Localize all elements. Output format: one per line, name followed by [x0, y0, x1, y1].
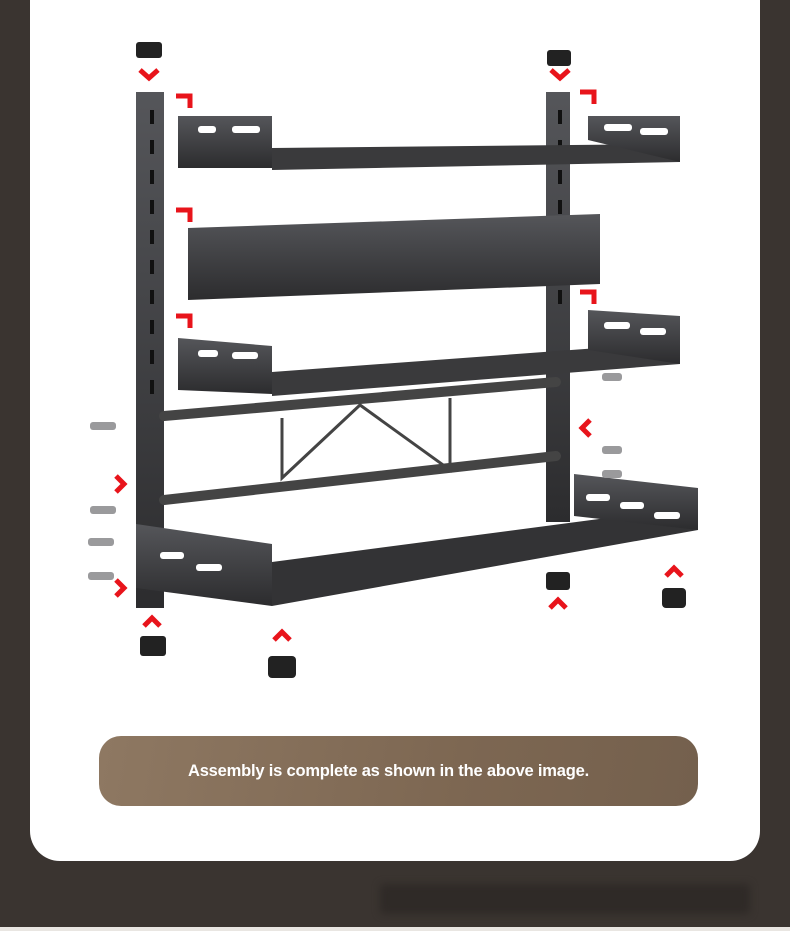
middle-shelf [178, 310, 680, 396]
blurred-footer-text [380, 884, 750, 914]
back-panel [188, 214, 600, 300]
foot-pad-icon [136, 42, 686, 678]
top-shelf [178, 116, 680, 170]
screw-icon [88, 373, 622, 580]
bottom-shelf [136, 474, 698, 606]
red-arrow-icon [114, 68, 684, 642]
caption-text: Assembly is complete as shown in the abo… [187, 761, 589, 780]
bottom-edge-strip [0, 927, 790, 931]
caption-banner: Assembly is complete as shown in the abo… [99, 736, 698, 806]
